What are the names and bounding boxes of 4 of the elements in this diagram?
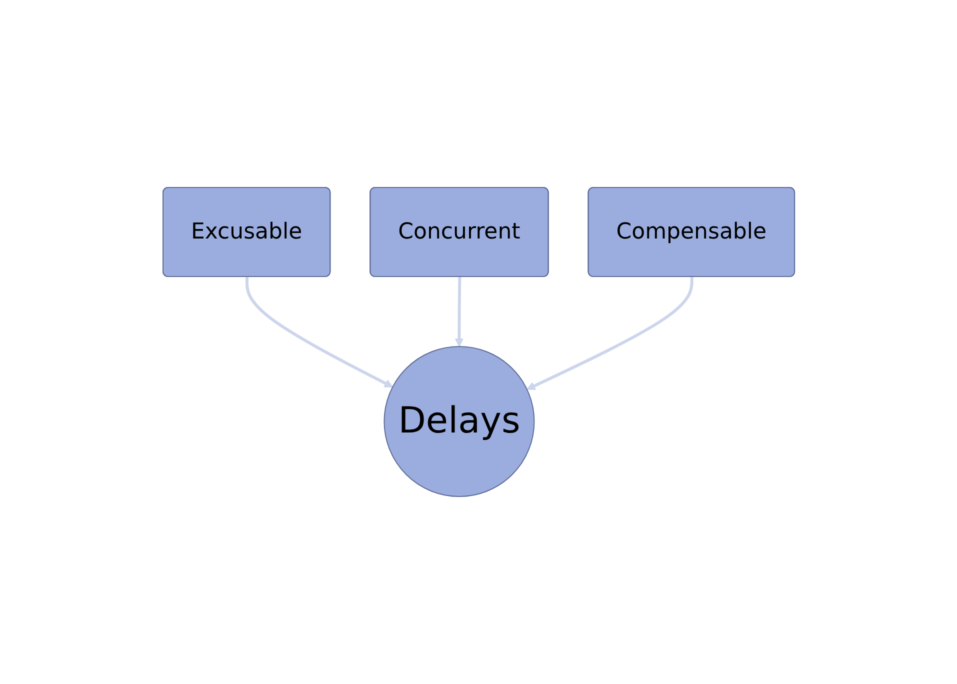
arrow: [245, 276, 393, 388]
node-circle: Delays: [383, 346, 534, 497]
arrow: [526, 276, 694, 390]
arrow: [454, 276, 464, 347]
